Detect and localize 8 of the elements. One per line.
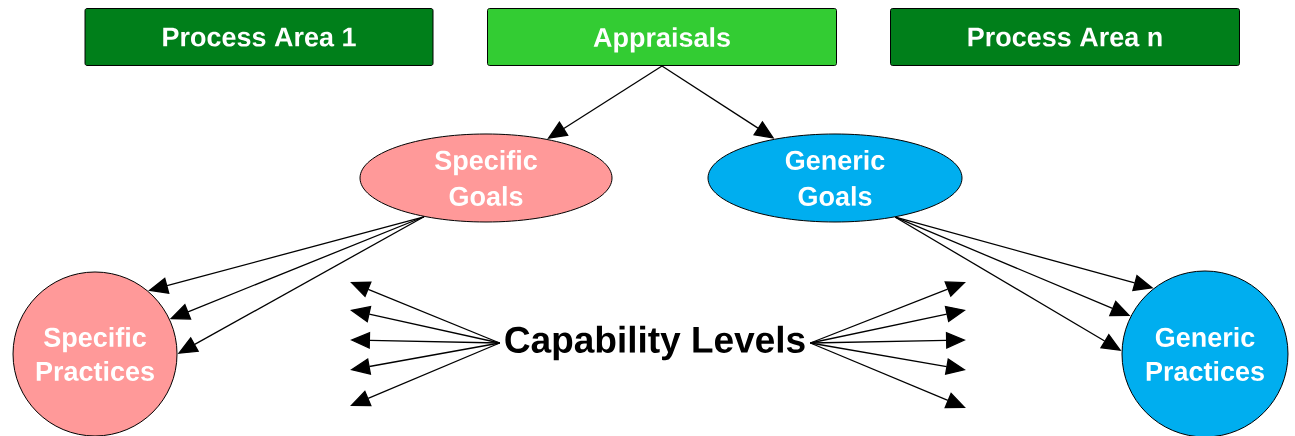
arrow: [809, 281, 966, 344]
process-area-box: Process Area n: [890, 8, 1240, 66]
process-area-box: Process Area 1: [84, 8, 434, 66]
heading-text: Capability Levels: [505, 325, 805, 361]
arrow: [350, 342, 501, 407]
appraisals-box: Appraisals: [487, 8, 837, 66]
arrow: [350, 281, 501, 344]
arrow: [809, 342, 966, 409]
